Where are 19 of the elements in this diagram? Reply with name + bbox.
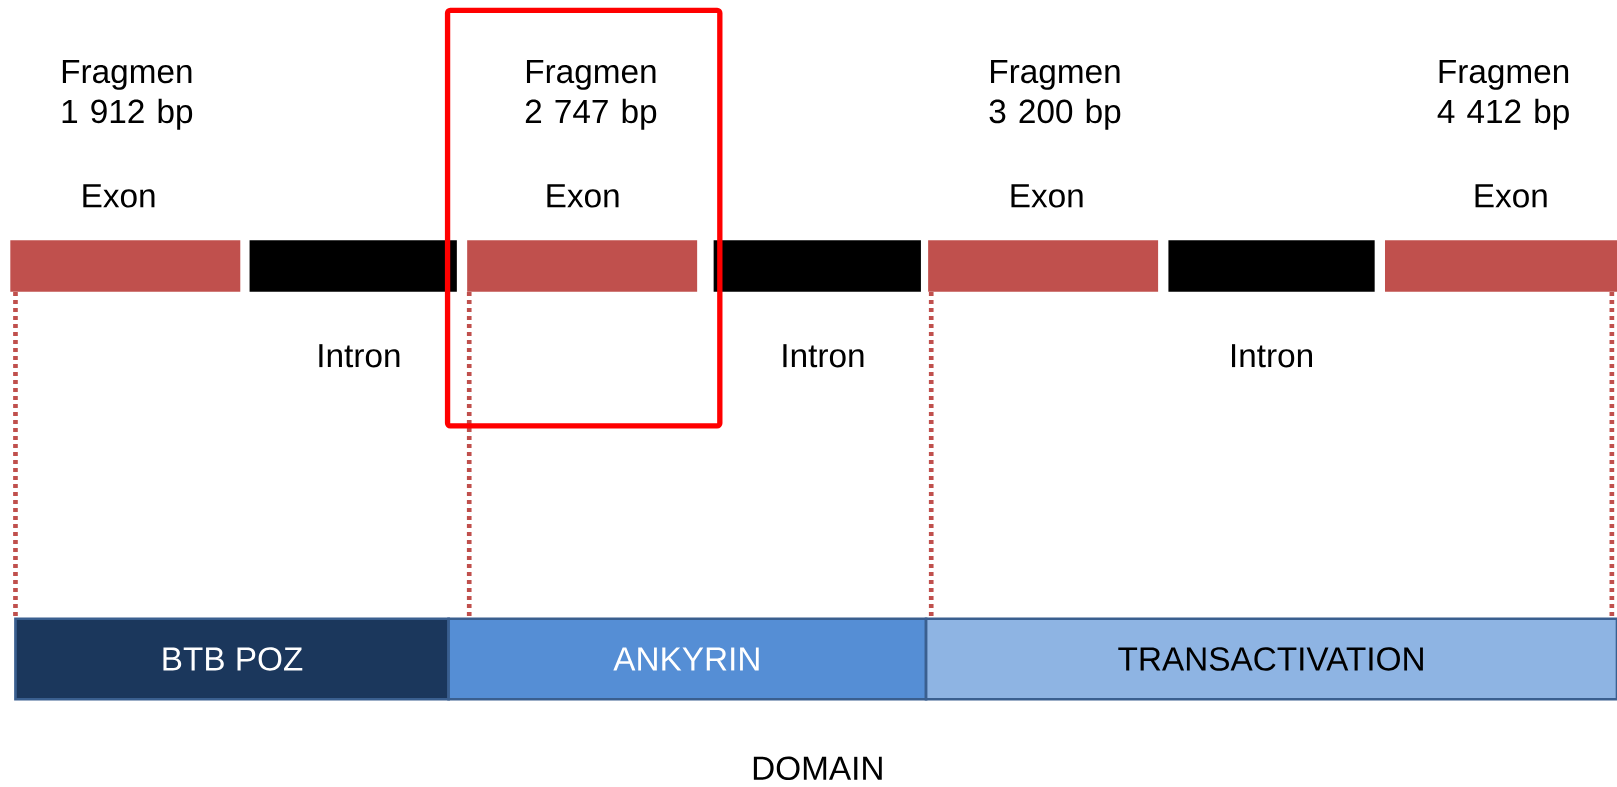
guide-line [928, 292, 934, 618]
guide-line [466, 292, 472, 618]
guide-line [1609, 292, 1615, 618]
guide-line [13, 292, 18, 618]
fragment-label: Fragmen 2 747 bp [525, 60, 657, 130]
fragment-label: Fragmen 1 912 bp [62, 60, 193, 130]
exon-label: Exon [1011, 184, 1083, 208]
caption-label: DOMAIN [753, 756, 882, 781]
domain-box: TRANSACTIVATION [924, 617, 1617, 701]
domain-box: BTB POZ [14, 617, 450, 701]
exon-label: Exon [1475, 184, 1547, 208]
domain-box: ANKYRIN [447, 617, 928, 701]
intron-label: Intron [1232, 344, 1312, 368]
exon-label: Exon [83, 184, 155, 208]
fragment-label: Fragmen 4 412 bp [1437, 60, 1569, 130]
intron-label: Intron [783, 344, 864, 368]
exon-label: Exon [547, 184, 619, 208]
intron-label: Intron [319, 344, 400, 368]
fragment-label: Fragmen 3 200 bp [989, 60, 1121, 130]
